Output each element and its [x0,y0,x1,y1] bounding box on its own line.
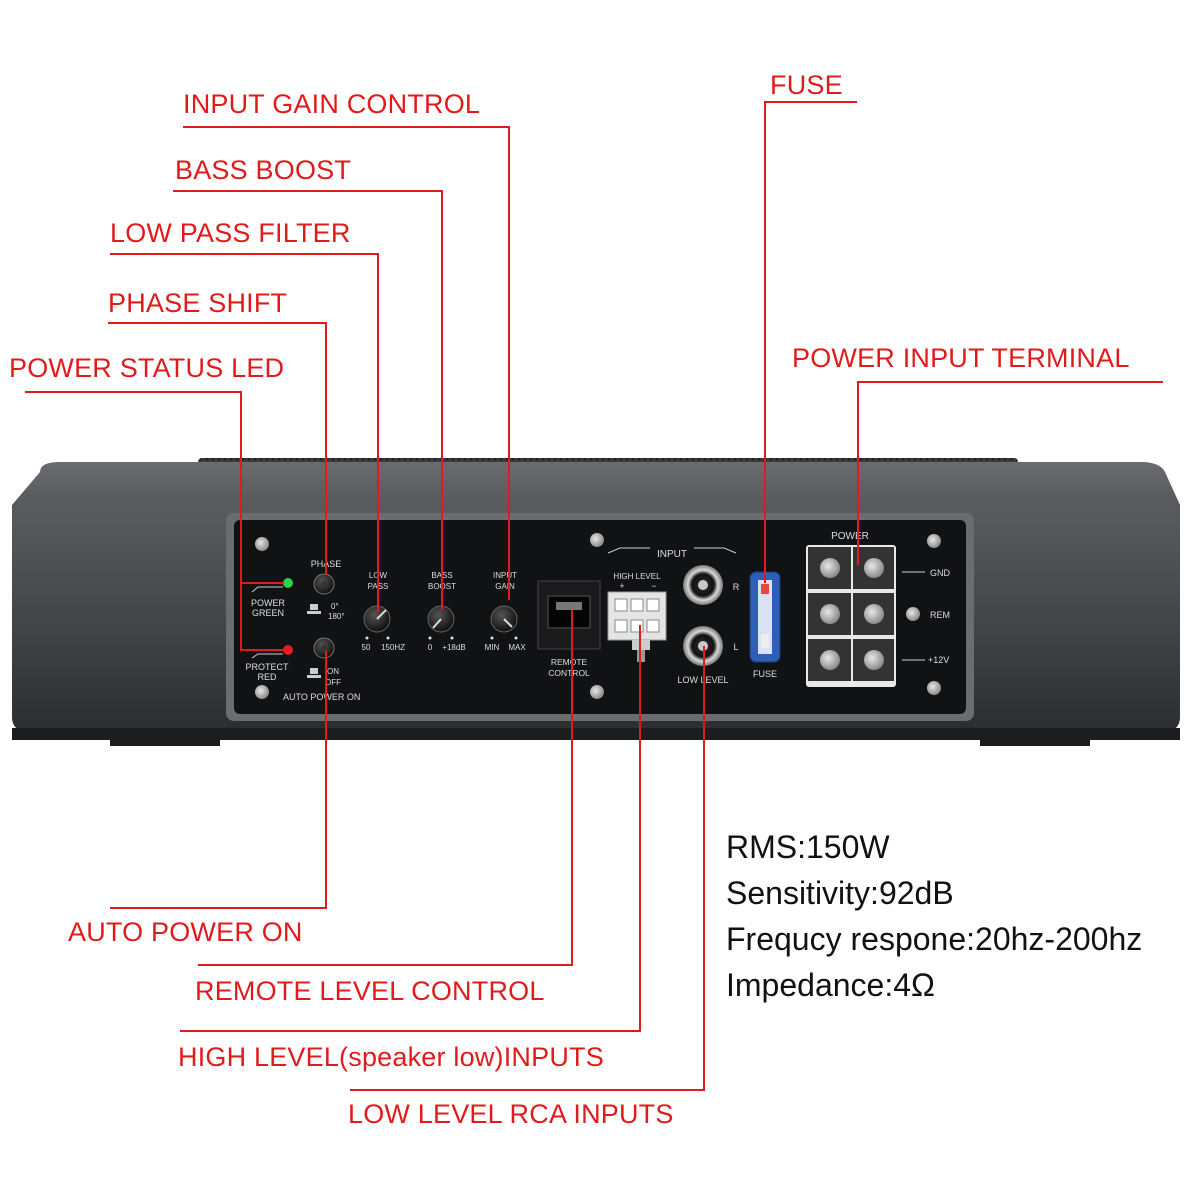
terminal-screw-icon [864,558,884,578]
bass-boost-min: 0 [428,643,433,652]
remote-control-label-1: REMOTE [551,657,588,667]
spec-sensitivity: Sensitivity:92dB [726,875,954,911]
leader-bass-boost [173,190,443,610]
input-gain-label-1: INPUT [493,571,517,580]
input-gain-label-2: GAIN [495,582,515,591]
rca-l-label: L [733,642,738,652]
callout-low-pass-filter: LOW PASS FILTER [110,218,351,248]
leader-power-terminal [857,381,1163,565]
callout-auto-power-on: AUTO POWER ON [68,917,303,947]
leader-fuse [764,101,857,583]
callout-power-status-led: POWER STATUS LED [9,353,285,383]
rca-r-label: R [733,582,740,592]
leader-low-level [350,646,705,1091]
plus-label: + [619,581,624,591]
off-label: OFF [325,678,341,687]
gnd-terminal-screw-icon[interactable] [820,558,840,578]
callout-remote-level-control: REMOTE LEVEL CONTROL [195,976,545,1006]
screw-icon [255,685,269,699]
screw-icon [590,533,604,547]
remote-control-label-2: CONTROL [548,668,590,678]
callout-input-gain-control: INPUT GAIN CONTROL [183,89,481,119]
screw-icon [927,681,941,695]
callout-fuse: FUSE [770,70,843,100]
screw-icon [255,537,269,551]
spec-list: RMS:150W Sensitivity:92dB Frequcy respon… [726,824,1142,1008]
bass-boost-max: +18dB [442,643,465,652]
terminal-screw-icon [864,650,884,670]
input-label: INPUT [657,549,687,560]
callout-power-input-terminal: POWER INPUT TERMINAL [792,343,1130,373]
power-panel-label: POWER [831,531,869,542]
terminal-screw-icon [864,604,884,624]
high-level-label: HIGH LEVEL [613,572,661,581]
switch-icon [310,668,318,674]
fuse-holder[interactable]: FUSE [749,571,781,679]
on-label: ON [327,667,339,676]
protect-led-icon [283,645,293,655]
switch-icon [310,604,318,610]
rem-terminal-screw-icon[interactable] [820,604,840,624]
protect-red-label-1: PROTECT [245,662,289,672]
gnd-label: GND [930,568,951,578]
minus-label: − [651,581,656,591]
auto-power-on-label: AUTO POWER ON [283,692,360,702]
input-section: INPUT HIGH LEVEL + − [607,547,737,591]
callout-bass-boost: BASS BOOST [175,155,352,185]
screw-icon [906,607,920,621]
leader-auto-power [110,650,327,909]
callout-high-level-inputs: HIGH LEVEL(speaker low)INPUTS [178,1042,604,1072]
gain-min: MIN [485,643,500,652]
callout-low-level-rca-inputs: LOW LEVEL RCA INPUTS [348,1099,674,1129]
low-pass-max: 150HZ [381,643,405,652]
screw-icon [927,534,941,548]
spec-rms: RMS:150W [726,829,890,865]
power-green-label-1: POWER [251,598,286,608]
power-terminal[interactable]: POWER GND REM +12V [806,531,951,687]
fuse-panel-label: FUSE [753,669,777,679]
plus12v-label: +12V [928,655,949,665]
12v-terminal-screw-icon[interactable] [820,650,840,670]
status-leds: POWER GREEN PROTECT RED [245,578,293,682]
spec-frequency: Frequcy respone:20hz-200hz [726,921,1143,957]
panel-screws [255,533,941,699]
spec-impedance: Impedance:4Ω [726,967,935,1003]
foot-right [980,736,1090,746]
callout-phase-shift: PHASE SHIFT [108,288,288,318]
body-base [12,728,1180,740]
callout-leaders [25,101,1163,1091]
power-led-icon [283,578,293,588]
foot-left [110,736,220,746]
leader-high-level [180,625,641,1032]
leader-remote-level [198,610,573,966]
low-pass-min: 50 [362,643,371,652]
rj-port-icon[interactable] [547,595,591,629]
leader-phase-shift [108,322,327,575]
rem-label: REM [930,610,950,620]
auto-power-switch[interactable]: ON OFF AUTO POWER ON [283,637,360,702]
input-gain-knob[interactable]: INPUT GAIN MIN MAX [485,571,527,652]
leader-input-gain [183,126,510,600]
remote-control-port[interactable]: REMOTE CONTROL [537,580,601,678]
phase-0-label: 0° [331,602,339,611]
leader-power-led [25,391,284,651]
power-green-label-2: GREEN [252,608,284,618]
protect-red-label-2: RED [257,672,277,682]
screw-icon [590,685,604,699]
phase-180-label: 180° [328,612,345,621]
leader-low-pass [110,253,379,612]
gain-max: MAX [508,643,526,652]
